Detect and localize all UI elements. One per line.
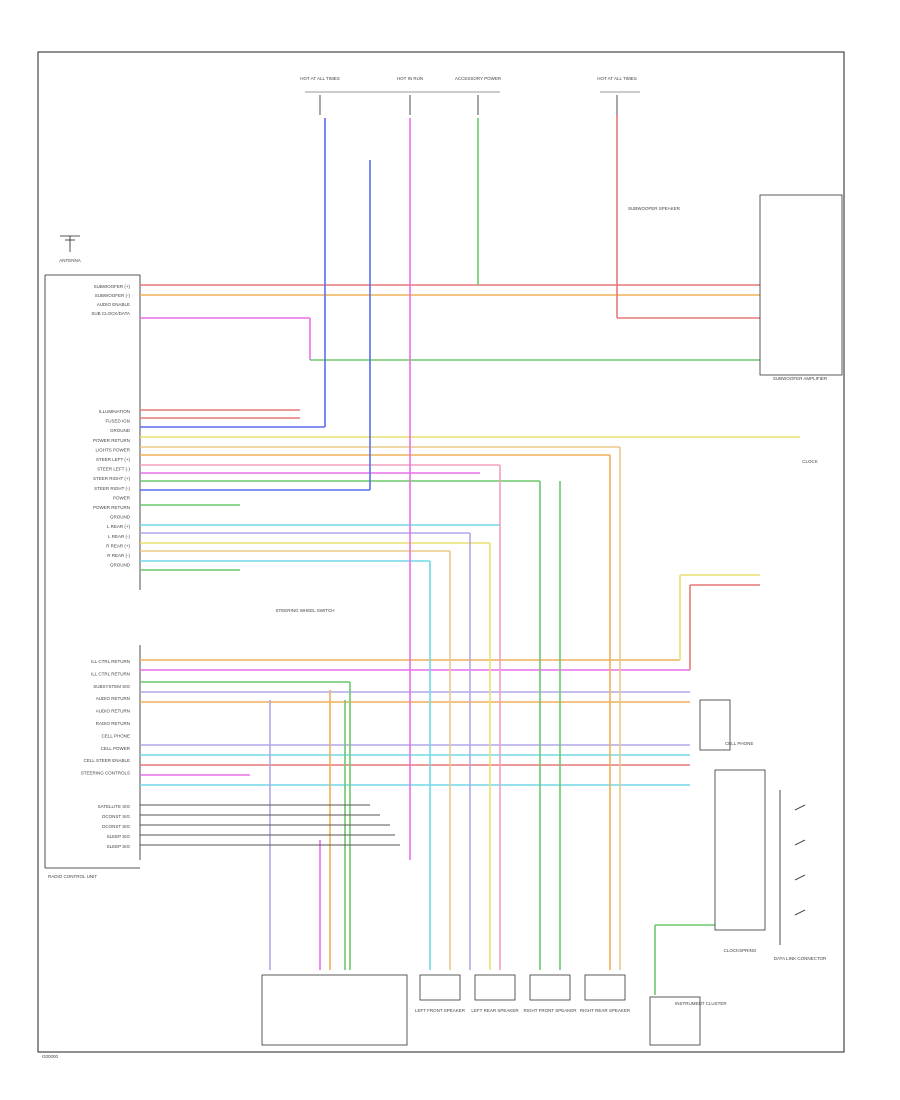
speaker-label-1: LEFT REAR SPEAKER [471,1008,519,1013]
speaker-label-0: LEFT FRONT SPEAKER [415,1008,466,1013]
pin-mid-6: STEER LEFT (-) [97,467,130,472]
pin-low-1: ILL CTRL RETURN [91,671,130,676]
pin-mid-16: GROUND [110,563,131,568]
pin-mid-14: R REAR (+) [106,543,130,548]
footer-code: G00000 [42,1054,59,1059]
pin-low-2: SUBSYSTEM SIG [93,684,130,689]
component-sub_speaker: SUBWOOFER SPEAKER [628,206,681,211]
fuse-label-1: HOT IN RUN [397,76,423,81]
pin-low-7: CELL POWER [101,746,131,751]
pin-mid-10: POWER RETURN [93,505,130,510]
fuse-label-2: ACCESSORY POWER [455,76,502,81]
clockspring-box [714,769,766,931]
pin-labels: SUBWOOFER (+) SUBWOOFER (-) AUDIO ENABLE SU… [42,76,828,1059]
pin-mid-12: L REAR (+) [107,524,130,529]
component-instrument_panel: INSTRUMENT CLUSTER [675,1001,727,1006]
antenna-icon [60,235,80,252]
radio-module [44,274,141,869]
module-label: RADIO CONTROL UNIT [48,874,97,879]
pin-mid-13: L REAR (-) [108,534,130,539]
pin-mid-0: ILLUMINATION [99,409,130,414]
bottom-connector [261,974,408,1046]
component-clock: CLOCK [802,459,818,464]
switch-ladder [779,790,806,945]
pin-low-6: CELL PHONE [102,733,130,738]
component-antenna: ANTENNA [59,258,81,263]
component-cell_phone: CELL PHONE [725,741,753,746]
pin-low-4: AUDIO RETURN [96,709,130,714]
pin-bottom-1: DCONST SIG [102,814,130,819]
pin-mid-3: POWER RETURN [93,438,130,443]
speaker-label-3: RIGHT REAR SPEAKER [580,1008,631,1013]
component-steering_switch: STEERING WHEEL SWITCH [275,608,334,613]
pin-mid-15: R REAR (-) [107,553,130,558]
pin-mid-2: GROUND [110,428,131,433]
pin-mid-7: STEER RIGHT (+) [93,476,131,481]
pin-mid-1: FUSED IGN [105,419,130,424]
pin-mid-11: GROUND [110,515,131,520]
pin-bottom-2: DCONST SIG [102,824,130,829]
pin-mid-9: POWER [113,495,131,500]
pin-low-5: RADIO RETURN [96,721,130,726]
instrument-box [649,996,701,1046]
pin-bottom-3: SLEEP SIG [107,834,131,839]
pin-top-3: SUB CLOCK/DATA [91,311,130,316]
component-clockspring: CLOCKSPRING [724,948,757,953]
pin-low-9: STEERING CONTROLS [81,771,130,776]
pin-bottom-0: SATELLITE SIG [98,804,131,809]
pin-mid-8: STEER RIGHT (-) [94,486,130,491]
subwoofer-amp-box [759,194,843,376]
fuse-label-0: HOT AT ALL TIMES [300,76,340,81]
wire-layer [140,115,800,995]
cell-phone-box [699,699,731,751]
pin-mid-4: LIGHTS POWER [95,447,130,452]
component-sub_amp: SUBWOOFER AMPLIFIER [773,376,828,381]
component-data_link: DATA LINK CONNECTOR [774,956,827,961]
diagram-frame [37,51,845,1053]
speaker-boxes [419,974,626,1001]
pin-top-2: AUDIO ENABLE [97,302,130,307]
fuse-label-3: HOT AT ALL TIMES [597,76,637,81]
pin-top-0: SUBWOOFER (+) [94,284,131,289]
pin-mid-5: STEER LEFT (+) [96,457,131,462]
fuse-block [305,91,640,115]
pin-low-3: AUDIO RETURN [96,696,130,701]
pin-low-8: CELL STEER ENABLE [84,758,130,763]
speaker-label-2: RIGHT FRONT SPEAKER [523,1008,577,1013]
pin-top-1: SUBWOOFER (-) [95,293,131,298]
pin-bottom-4: SLEEP SIG [107,844,131,849]
pin-low-0: ILL CTRL RETURN [91,659,130,664]
